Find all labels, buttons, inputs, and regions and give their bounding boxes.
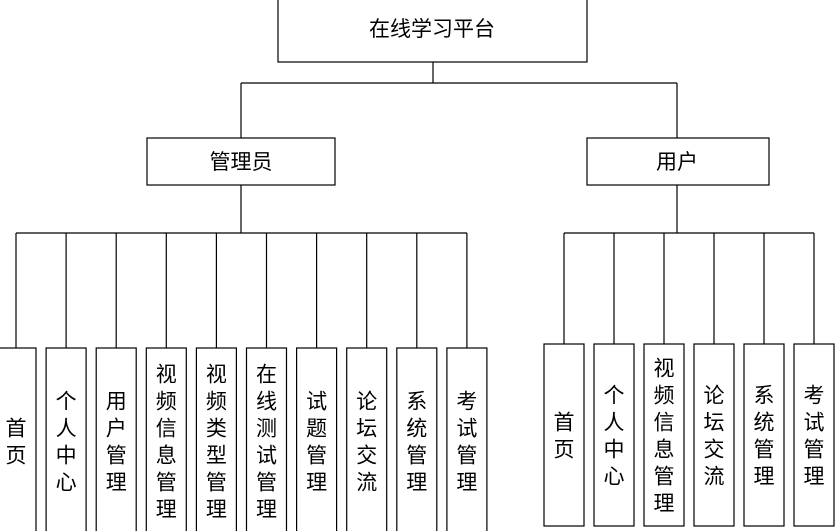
admin-child-box — [396, 347, 438, 531]
user-node: 用户 — [586, 137, 770, 186]
user-child-label: 首页 — [554, 411, 575, 462]
user-child-node: 系统管理 — [743, 343, 785, 527]
admin-child-node: 视频类型管理 — [195, 347, 237, 531]
admin-child-box — [446, 347, 488, 531]
admin-child-node: 论坛交流 — [346, 347, 388, 531]
admin-child-node: 首页 — [0, 347, 37, 531]
root-box — [277, 0, 588, 63]
user-child-label: 个人中心 — [604, 384, 625, 489]
user-child-box — [543, 343, 585, 527]
admin-child-node: 视频信息管理 — [145, 347, 187, 531]
admin-child-box — [245, 347, 288, 531]
admin-child-drops — [15, 233, 468, 348]
admin-label: 管理员 — [210, 150, 273, 174]
user-child-label: 视频信息管理 — [654, 357, 675, 516]
user-children: 首页 个人中心 视频信息管理 论坛交流 系统管理 考试管理 — [543, 343, 835, 527]
root-node: 在线学习平台 — [277, 0, 588, 63]
admin-child-box — [296, 347, 338, 531]
admin-child-label: 考试管理 — [456, 390, 477, 495]
user-child-node: 论坛交流 — [693, 343, 735, 527]
admin-child-node: 系统管理 — [396, 347, 438, 531]
admin-child-node: 考试管理 — [446, 347, 488, 531]
admin-node: 管理员 — [146, 137, 336, 186]
admin-child-box — [0, 347, 37, 531]
user-child-label: 论坛交流 — [704, 384, 725, 489]
user-child-node: 首页 — [543, 343, 585, 527]
admin-child-node: 试题管理 — [296, 347, 338, 531]
admin-child-label: 系统管理 — [406, 390, 427, 495]
user-child-box — [743, 343, 785, 527]
admin-child-box — [195, 347, 237, 531]
root-label: 在线学习平台 — [369, 17, 495, 41]
admin-child-label: 视频类型管理 — [206, 363, 227, 522]
user-child-label: 考试管理 — [804, 384, 825, 489]
admin-child-node: 用户管理 — [95, 347, 137, 531]
user-child-label: 系统管理 — [754, 384, 775, 489]
user-child-box — [693, 343, 735, 527]
user-label: 用户 — [656, 150, 698, 174]
admin-child-label: 试题管理 — [306, 390, 327, 495]
admin-child-node: 个人中心 — [45, 347, 87, 531]
user-child-node: 视频信息管理 — [643, 343, 685, 527]
admin-children: 首页 个人中心 用户管理 视频信息管理 视频类型管理 在线测试管理 试题管理 论坛交流 系统管理… — [0, 347, 488, 531]
admin-child-box — [346, 347, 388, 531]
admin-child-box — [145, 347, 187, 531]
user-child-box — [593, 343, 635, 527]
user-child-box — [643, 343, 685, 527]
user-child-box — [793, 343, 835, 527]
user-child-drops — [563, 233, 815, 344]
user-child-node: 考试管理 — [793, 343, 835, 527]
admin-box — [146, 137, 336, 186]
admin-child-label: 论坛交流 — [356, 390, 377, 495]
admin-child-label: 个人中心 — [56, 390, 77, 495]
admin-child-node: 在线测试管理 — [245, 347, 288, 531]
connector-lines — [16, 62, 814, 234]
user-child-node: 个人中心 — [593, 343, 635, 527]
admin-child-box — [95, 347, 137, 531]
admin-child-label: 在线测试管理 — [256, 363, 277, 522]
admin-child-label: 视频信息管理 — [156, 363, 177, 522]
admin-child-box — [45, 347, 87, 531]
admin-child-label: 用户管理 — [106, 390, 127, 495]
admin-child-label: 首页 — [6, 417, 27, 468]
user-box — [586, 137, 770, 186]
